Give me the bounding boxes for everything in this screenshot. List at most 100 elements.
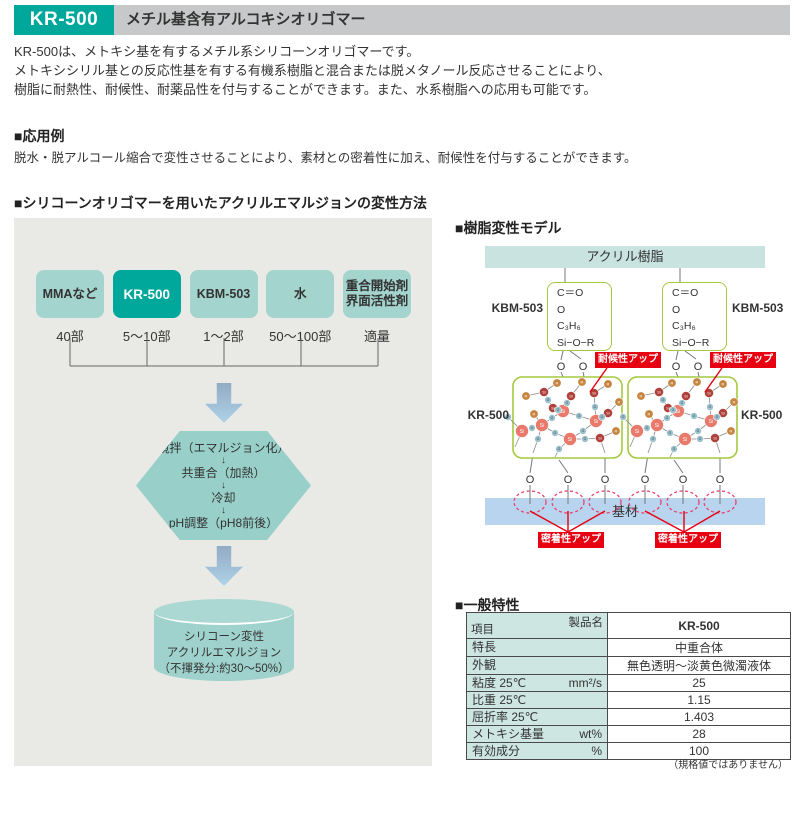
table-row: 屈折率 25℃ 1.403 bbox=[466, 708, 791, 726]
ingredient-amount: 適量 bbox=[363, 329, 390, 344]
table-row: 有効成分%100 bbox=[466, 742, 791, 760]
table-note: （規格値ではありません） bbox=[668, 760, 788, 771]
product-badge: KR-500 bbox=[14, 5, 114, 35]
ingredient-amount: 5～10部 bbox=[122, 329, 171, 344]
resin-model-diagram: アクリル樹脂 基材 SiSiSiSiSiSiSiSiSiSiSiRRRRRRRO… bbox=[455, 240, 804, 552]
oxygen-label: O bbox=[694, 361, 703, 373]
corner-product-label: 製品名 bbox=[568, 617, 604, 629]
table-row: 外観 無色透明～淡黄色微濁液体 bbox=[466, 656, 791, 675]
application-heading: ■応用例 bbox=[14, 128, 65, 144]
value-cell: 25 bbox=[607, 674, 791, 692]
down-arrow-icon: ↓ bbox=[221, 504, 226, 516]
process-step: 共重合（加熱） bbox=[181, 465, 266, 480]
ingredient-name: 重合開始剤 bbox=[345, 279, 409, 293]
formula-line: Si−O−R bbox=[672, 336, 710, 349]
weatherability-badge: 耐候性アップ bbox=[710, 352, 776, 368]
value-cell: 中重合体 bbox=[607, 638, 791, 657]
properties-table-body: 製品名 項目 KR-500 特長中重合体外観無色透明～淡黄色微濁液体粘度 25℃… bbox=[466, 612, 791, 760]
formula-line: C＝O bbox=[672, 287, 699, 299]
corner-item-label: 項目 bbox=[471, 624, 494, 636]
process-step: pH調整（pH8前後） bbox=[168, 515, 279, 530]
oxygen-label: O bbox=[641, 474, 650, 486]
item-label: 特長 bbox=[472, 640, 497, 654]
item-label: メトキシ基量 bbox=[472, 726, 545, 741]
ingredient-column: MMAなど 40部 bbox=[36, 270, 104, 345]
item-wrap: 有効成分% bbox=[467, 743, 607, 759]
intro-line: 樹脂に耐熱性、耐候性、耐薬品性を付与することができます。また、水系樹脂への応用も… bbox=[14, 82, 597, 97]
cylinder-top bbox=[154, 599, 294, 625]
ingredient-column: KR-500 5～10部 bbox=[112, 270, 181, 345]
value-cell: 100 bbox=[607, 742, 791, 760]
item-cell: 比重 25℃ bbox=[466, 691, 608, 709]
oxygen-label: O bbox=[557, 361, 566, 373]
oxygen-label: O bbox=[716, 474, 725, 486]
value-cell: 無色透明～淡黄色微濁液体 bbox=[607, 656, 791, 675]
item-cell: 外観 bbox=[466, 656, 608, 675]
header-bar: KR-500 メチル基含有アルコキシオリゴマー bbox=[14, 5, 790, 35]
item-label: 有効成分 bbox=[472, 743, 521, 758]
item-wrap: 特長 bbox=[467, 640, 607, 656]
table-row: 比重 25℃ 1.15 bbox=[466, 691, 791, 709]
item-label: 比重 25℃ bbox=[472, 692, 527, 707]
value-cell: 28 bbox=[607, 725, 791, 743]
kr500-label: KR-500 bbox=[741, 408, 783, 422]
value-cell: 1.403 bbox=[607, 708, 791, 726]
down-arrow-icon: ↓ bbox=[221, 479, 226, 491]
oxygen-label: O bbox=[564, 474, 573, 486]
ingredient-amount: 50～100部 bbox=[269, 329, 332, 344]
table-corner-cell: 製品名 項目 bbox=[466, 612, 608, 639]
ingredient-amount: 1～2部 bbox=[203, 329, 244, 344]
item-cell: 屈折率 25℃ bbox=[466, 708, 608, 726]
formula-line: O bbox=[672, 303, 681, 316]
ingredient-name: 界面活性剤 bbox=[345, 294, 409, 308]
intro-line: メトキシシリル基との反応性基を有する有機系樹脂と混合または脱メタノール反応させる… bbox=[14, 63, 611, 78]
item-cell: メトキシ基量 wt% bbox=[466, 725, 608, 743]
result-cylinder: シリコーン変性アクリルエマルジョン（不揮発分:約30～50%） bbox=[154, 599, 294, 681]
acrylic-resin-bar: アクリル樹脂 bbox=[485, 246, 765, 268]
intro-line: KR-500は、メトキシ基を有するメチル系シリコーンオリゴマーです。 bbox=[14, 44, 420, 59]
ingredient-name: MMAなど bbox=[42, 286, 98, 301]
oxygen-label: O bbox=[672, 361, 681, 373]
weatherability-badge: 耐候性アップ bbox=[595, 352, 661, 368]
down-arrow-icon bbox=[205, 546, 243, 586]
properties-table: 製品名 項目 KR-500 特長中重合体外観無色透明～淡黄色微濁液体粘度 25℃… bbox=[466, 612, 791, 760]
ingredient-box: KR-500 bbox=[112, 270, 181, 318]
oxygen-label: O bbox=[679, 474, 688, 486]
item-unit: mm²/s bbox=[568, 675, 602, 690]
ingredient-amount: 40部 bbox=[56, 329, 84, 344]
kbm503-structure-box: C＝O O C₃H₆ Si−O−R bbox=[662, 282, 727, 351]
result-line: アクリルエマルジョン bbox=[166, 647, 282, 659]
formula-line: C＝O bbox=[557, 287, 584, 299]
ingredient-box: 重合開始剤界面活性剤 bbox=[343, 270, 411, 318]
application-body: 脱水・脱アルコール縮合で変性させることにより、素材との密着性に加え、耐候性を付与… bbox=[14, 151, 637, 165]
item-unit: wt% bbox=[579, 726, 602, 741]
process-step: 冷却 bbox=[211, 490, 236, 505]
item-label: 屈折率 25℃ bbox=[472, 709, 539, 724]
ingredient-box: MMAなど bbox=[36, 270, 104, 318]
item-unit: % bbox=[591, 743, 602, 758]
down-arrow-icon: ↓ bbox=[221, 454, 226, 466]
model-heading: ■樹脂変性モデル bbox=[455, 220, 562, 236]
value-cell: 1.15 bbox=[607, 691, 791, 709]
adhesion-badge: 密着性アップ bbox=[538, 532, 604, 548]
table-row: 特長 中重合体 bbox=[466, 638, 791, 657]
item-label: 外観 bbox=[472, 658, 497, 672]
formula-line: C₃H₆ bbox=[672, 320, 696, 332]
process-hexagon: 撹拌（エマルジョン化）↓共重合（加熱）↓冷却↓pH調整（pH8前後） bbox=[136, 431, 311, 540]
item-wrap: 屈折率 25℃ bbox=[467, 709, 607, 725]
ingredient-name: 水 bbox=[293, 286, 307, 301]
adhesion-badge: 密着性アップ bbox=[655, 532, 721, 548]
result-label: シリコーン変性アクリルエマルジョン（不揮発分:約30～50%） bbox=[154, 629, 294, 677]
item-wrap: 比重 25℃ bbox=[467, 692, 607, 708]
ingredient-column: 水 50～100部 bbox=[266, 270, 335, 345]
formula-line: C₃H₆ bbox=[557, 320, 581, 332]
oxygen-label: O bbox=[526, 474, 535, 486]
oxygen-label: O bbox=[579, 361, 588, 373]
process-step: 撹拌（エマルジョン化） bbox=[157, 440, 290, 455]
